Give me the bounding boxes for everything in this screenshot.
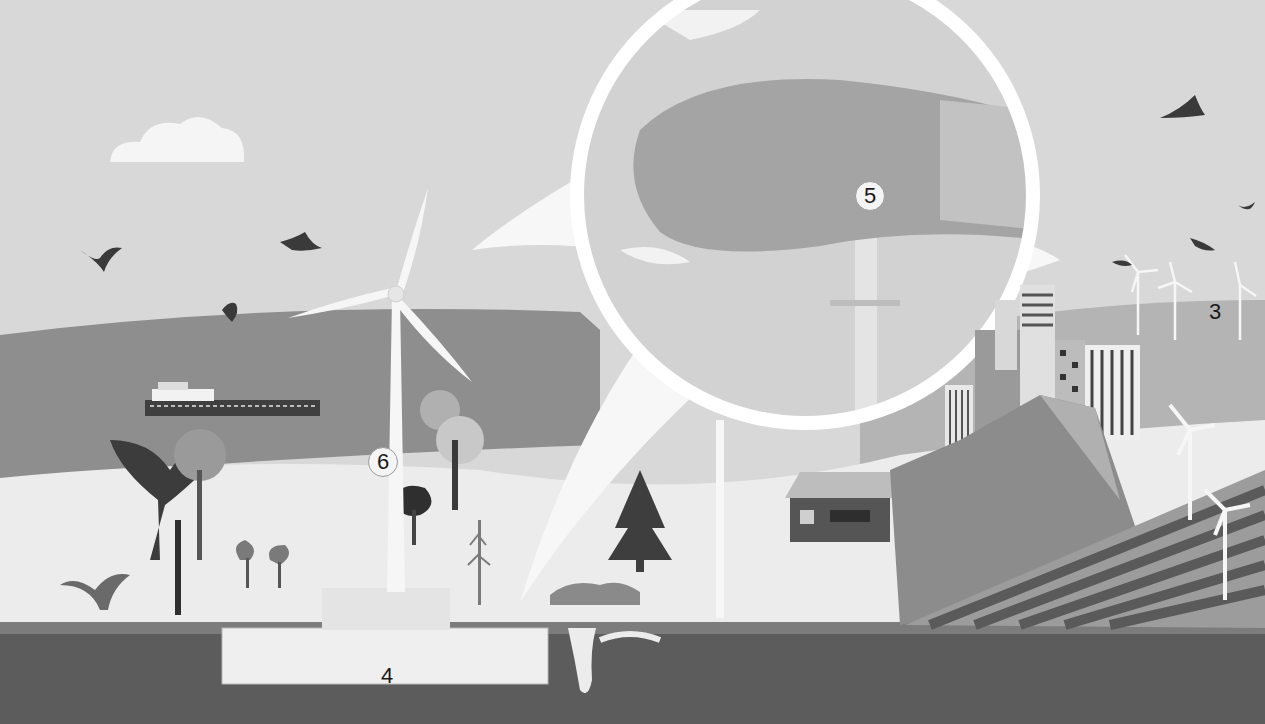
callout-number: 5 [855,181,885,211]
callout-number: 3 [1209,298,1221,326]
fields [905,470,1265,628]
small-turbines [1125,255,1256,600]
magnifier-lens [577,0,1040,435]
ship [145,382,320,416]
turbine-tower [716,420,724,618]
sea [0,309,600,480]
callout-number: 4 [381,662,393,690]
birds [80,95,1255,322]
cloud [110,117,244,162]
underground [0,622,1265,724]
turbine-base [322,588,450,630]
callout-number: 6 [368,447,398,477]
